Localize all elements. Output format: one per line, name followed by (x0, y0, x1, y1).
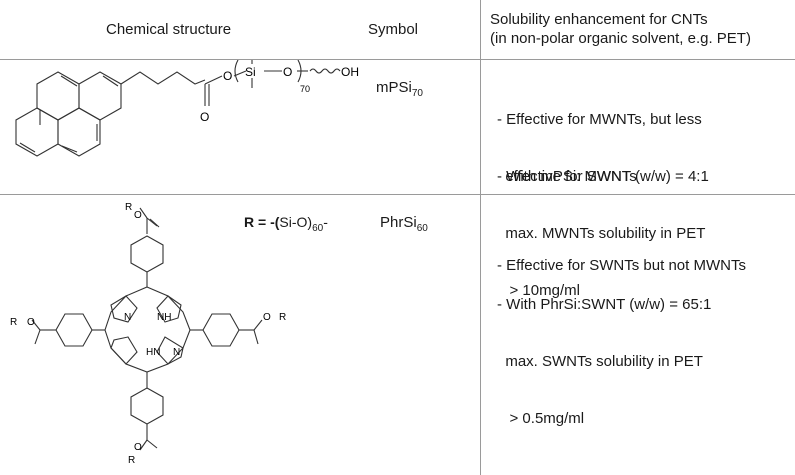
label-o-top: O (134, 210, 142, 221)
structure-mpsi: O O Si O 70 OH (15, 60, 359, 157)
notes-mpsi-1: - Effective for MWNTs, but less effectiv… (497, 111, 702, 185)
notes-mpsi-2: - With mPSi: MWNT (w/w) = 4:1 max. MWNTs… (497, 168, 709, 299)
label-oh: OH (341, 65, 359, 79)
table-rule-vertical (480, 0, 481, 475)
table-rule-middle (0, 194, 795, 195)
symbol-phrsi: PhrSi60 (380, 214, 428, 234)
label-o-bottom: O (134, 442, 142, 453)
label-si: Si (245, 65, 256, 79)
label-o-right: O (263, 312, 271, 323)
label-r-top: R (125, 202, 132, 213)
header-solubility-line2: (in non-polar organic solvent, e.g. PET) (490, 30, 751, 47)
structure-phrsi: R O R O R O O R NH HN N N (10, 202, 286, 466)
r-group-definition: R = -(Si-O)60- (244, 214, 328, 234)
label-siloxane-o: O (283, 65, 292, 79)
label-carbonyl-o: O (200, 110, 209, 124)
header-symbol: Symbol (368, 21, 419, 38)
label-nh: NH (157, 312, 171, 323)
label-r-left: R (10, 317, 17, 328)
label-o-left: O (27, 317, 35, 328)
symbol-mpsi: mPSi70 (376, 79, 423, 99)
header-solubility-line1: Solubility enhancement for CNTs (490, 11, 708, 28)
label-n-upper: N (124, 312, 131, 323)
header-chemical-structure: Chemical structure (106, 21, 232, 38)
label-hn: HN (146, 347, 160, 358)
label-n-lower: N (173, 347, 180, 358)
notes-phrsi-2: - With PhrSi:SWNT (w/w) = 65:1 max. SWNT… (497, 296, 712, 427)
label-r-right: R (279, 312, 286, 323)
label-ester-o: O (223, 69, 232, 83)
table-rule-top (0, 59, 795, 60)
label-r-bottom: R (128, 455, 135, 466)
notes-phrsi-1: - Effective for SWNTs but not MWNTs (497, 257, 746, 274)
label-repeat-70: 70 (300, 84, 310, 94)
